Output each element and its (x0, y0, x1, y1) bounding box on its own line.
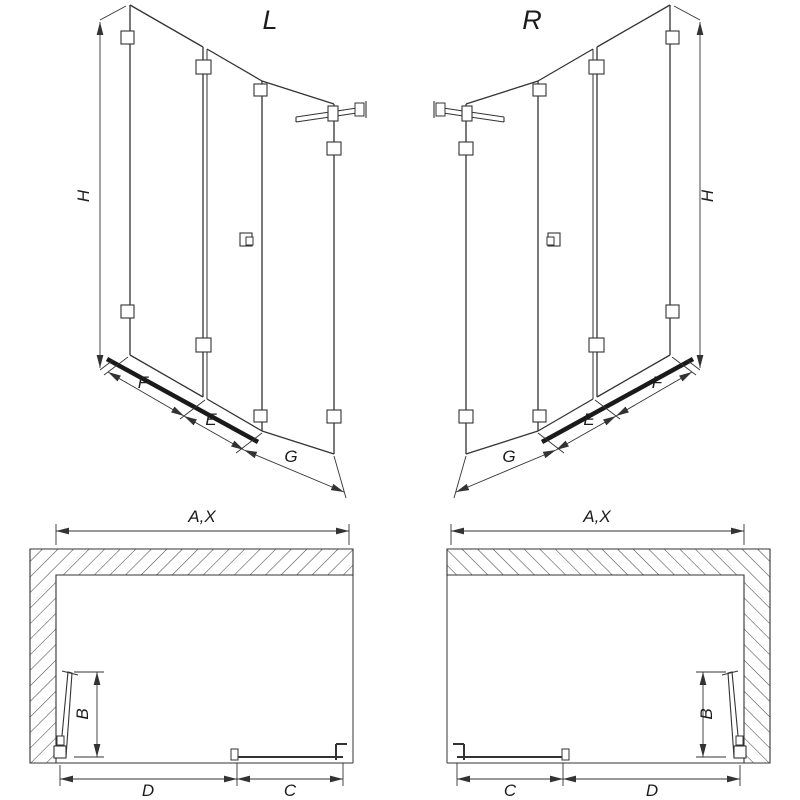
front-right-geometry (434, 5, 700, 498)
overall-width-label-left-plan: A,X (187, 507, 216, 526)
width-dim-f-right: F (652, 373, 664, 392)
plan-view-left: A,X B D C (30, 507, 353, 800)
width-dim-g-left: G (284, 447, 297, 466)
height-dim-label-right: H (698, 189, 717, 202)
bottom-dim-d-left-plan: D (142, 781, 154, 800)
front-view-right: R H G E F (434, 5, 717, 498)
door-projection-label-right-plan: B (697, 708, 716, 719)
plan-view-right: A,X B C D (447, 507, 770, 800)
width-dim-g-right: G (502, 447, 515, 466)
overall-width-label-right-plan: A,X (582, 507, 611, 526)
bottom-dim-c-right-plan: C (504, 781, 517, 800)
bottom-dim-d-right-plan: D (646, 781, 658, 800)
height-dim-label-left: H (74, 189, 93, 202)
door-projection-label-left-plan: B (73, 708, 92, 719)
width-dim-e-left: E (205, 410, 217, 429)
bottom-dim-c-left-plan: C (284, 781, 297, 800)
view-label-right: R (522, 5, 542, 35)
width-dim-f-left: F (138, 373, 150, 392)
plan-left-geometry (30, 524, 353, 786)
plan-right-geometry (447, 524, 770, 786)
front-left-geometry (100, 5, 366, 498)
view-label-left: L (262, 5, 277, 35)
front-view-left: L H F E G (74, 5, 366, 498)
width-dim-e-right: E (583, 410, 595, 429)
